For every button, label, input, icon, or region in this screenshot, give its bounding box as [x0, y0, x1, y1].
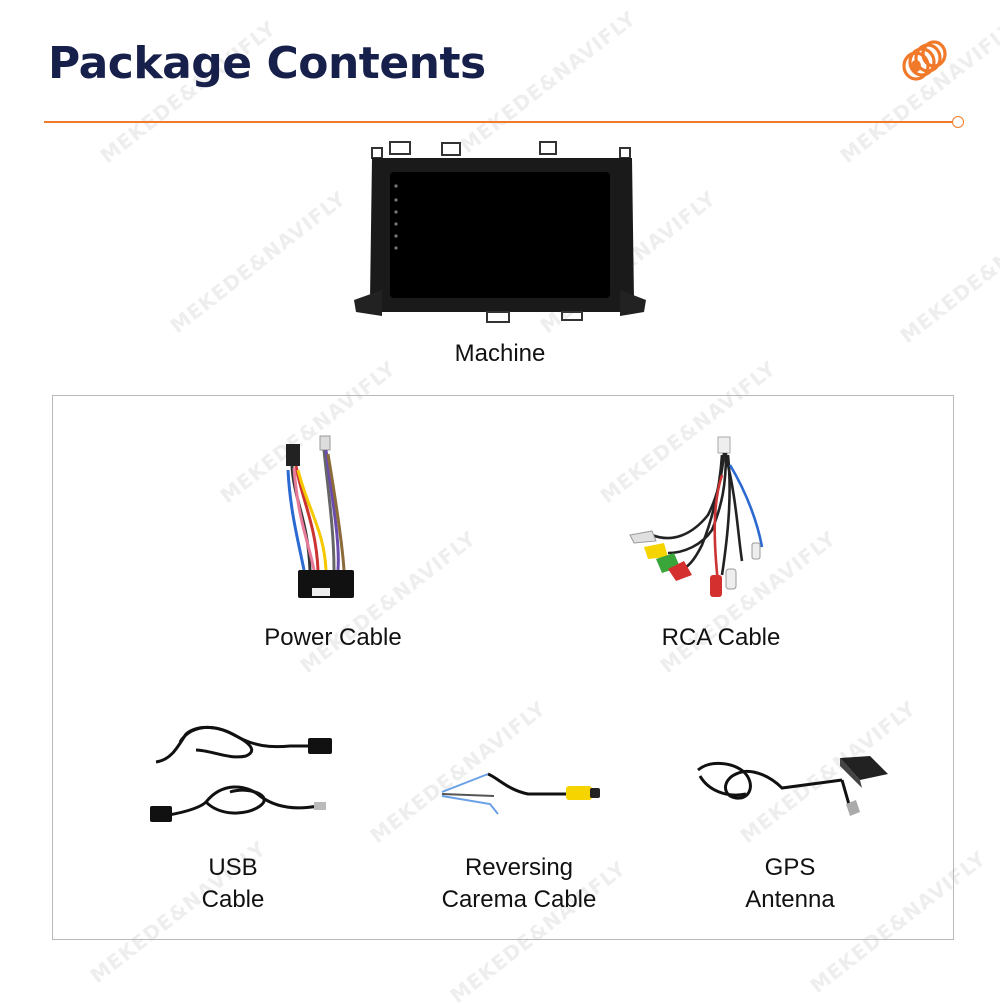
accessories-box: [52, 395, 954, 940]
camera-cable-icon: [441, 772, 600, 815]
car-radio-screen-icon: [354, 141, 646, 323]
gps-antenna-icon: [697, 756, 888, 816]
page-title: Package Contents: [48, 38, 486, 89]
wiring-harness-icon: [286, 435, 354, 598]
reversing-cable-label-line1: Reversing: [464, 854, 574, 881]
reversing-cable-label-line2: Carema Cable: [441, 886, 597, 913]
power-cable-label: Power Cable: [264, 624, 402, 651]
usb-cable-label-line2: Cable: [201, 886, 265, 913]
orange-coil-logo-icon: [902, 40, 947, 81]
watermark-text: MEKEDE&NAVIFLY: [165, 186, 351, 338]
rca-cable-label: RCA Cable: [661, 624, 781, 651]
header-divider: [44, 121, 952, 123]
machine-label: Machine: [454, 340, 546, 367]
usb-cables-icon: [150, 725, 332, 822]
divider-endpoint: [952, 116, 964, 128]
gps-antenna-label: GPS Antenna: [690, 852, 890, 916]
watermark-text: MEKEDE&NAVIFLY: [895, 196, 1000, 348]
rca-harness-icon: [629, 436, 764, 597]
usb-cable-label: USB Cable: [138, 852, 328, 916]
reversing-cable-label: Reversing Carema Cable: [404, 852, 634, 916]
usb-cable-label-line1: USB: [208, 854, 258, 881]
gps-antenna-label-line1: GPS: [764, 854, 816, 881]
gps-antenna-label-line2: Antenna: [745, 886, 835, 913]
